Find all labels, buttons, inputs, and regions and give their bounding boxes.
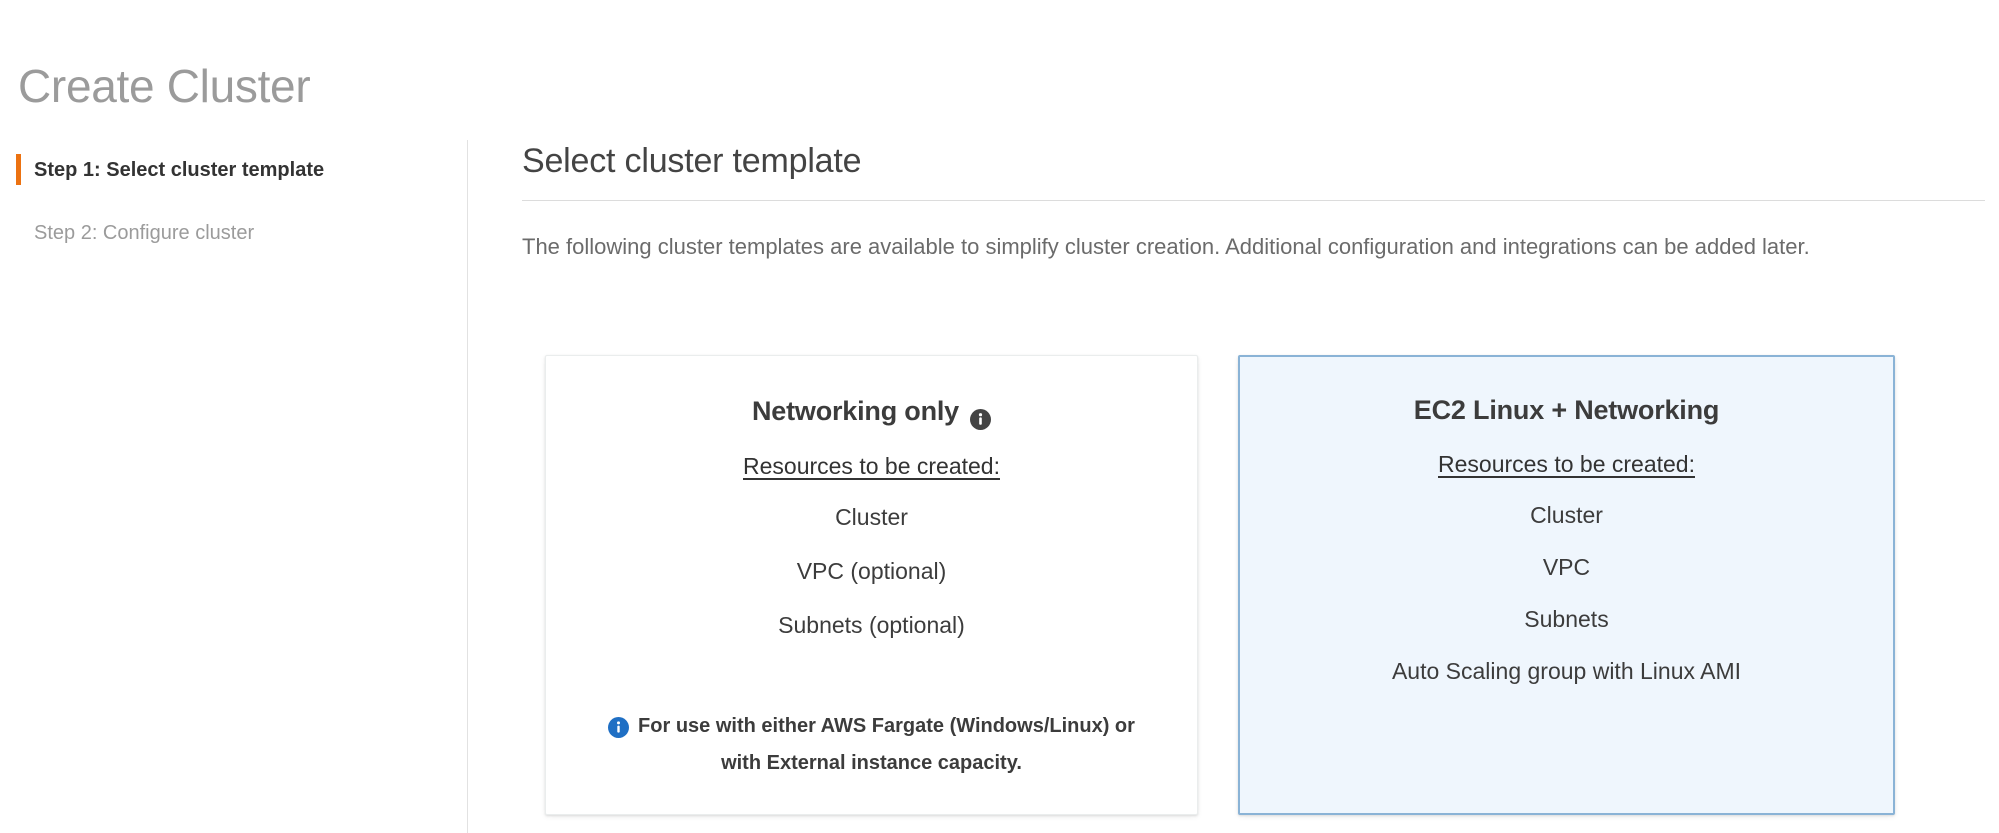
page-title: Create Cluster [18, 59, 311, 112]
card-note-text: For use with either AWS Fargate (Windows… [638, 715, 1135, 774]
list-item: VPC (optional) [796, 557, 947, 584]
cluster-template-card-ec2-linux-networking[interactable]: EC2 Linux + Networking Resources to be c… [1238, 355, 1895, 815]
section-title: Select cluster template [522, 142, 862, 180]
card-resource-list-networking-only: Cluster VPC (optional) Subnets (optional… [546, 481, 1197, 640]
sidebar-item-step-1-label: Step 1: Select cluster template [34, 159, 325, 181]
card-resources-heading-ec2-linux-networking: Resources to be created: [1438, 451, 1695, 477]
info-icon[interactable] [970, 399, 991, 431]
cluster-template-card-list: Networking only Resources to be created:… [545, 355, 1895, 815]
card-title-ec2-linux-networking: EC2 Linux + Networking [1413, 395, 1720, 425]
list-item: VPC [1542, 554, 1591, 580]
list-item: Auto Scaling group with Linux AMI [1391, 658, 1742, 684]
card-title-text: Networking only [751, 395, 959, 426]
card-title-networking-only: Networking only [546, 356, 1197, 433]
cluster-template-card-networking-only[interactable]: Networking only Resources to be created:… [545, 355, 1198, 815]
wizard-steps-sidebar: Step 1: Select cluster template Step 2: … [0, 140, 468, 833]
card-resources-heading-networking-only: Resources to be created: [743, 452, 1000, 479]
sidebar-item-step-1[interactable]: Step 1: Select cluster template [34, 157, 324, 183]
info-icon [608, 714, 630, 739]
card-resource-list-ec2-linux-networking: Cluster VPC Subnets Auto Scaling group w… [1240, 479, 1893, 686]
list-item: Subnets (optional) [778, 611, 965, 638]
list-item: Cluster [1530, 502, 1603, 528]
section-divider [522, 200, 1985, 201]
main-content: Select cluster template The following cl… [522, 140, 1985, 266]
card-note-networking-only: For use with either AWS Fargate (Windows… [546, 708, 1197, 782]
list-item: Cluster [835, 503, 908, 530]
sidebar-item-step-2-label: Step 2: Configure cluster [34, 222, 255, 244]
sidebar-item-step-2[interactable]: Step 2: Configure cluster [34, 220, 254, 246]
list-item: Subnets [1524, 606, 1609, 632]
section-description: The following cluster templates are avai… [522, 234, 1810, 259]
active-step-marker [16, 154, 21, 185]
